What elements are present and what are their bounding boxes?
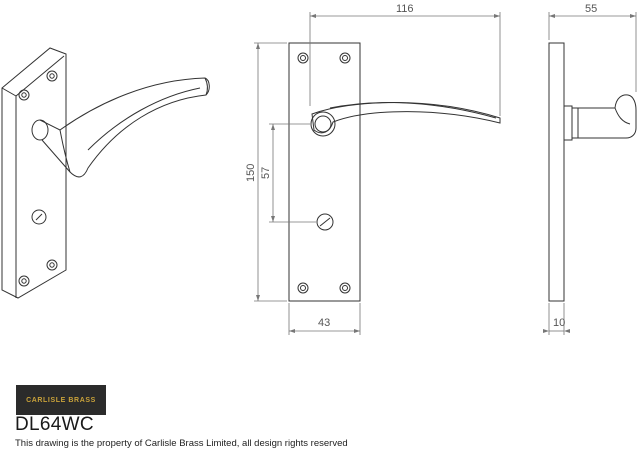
- screw-hole: [297, 282, 309, 294]
- front-lever: [311, 102, 501, 134]
- iso-lever: [39, 77, 210, 178]
- front-elevation: [288, 42, 501, 302]
- front-backplate: [288, 42, 361, 302]
- product-code: DL64WC: [15, 414, 94, 435]
- iso-screw-hole: [46, 259, 58, 271]
- dimension-arrows: [256, 14, 636, 333]
- dim-projection: 55: [585, 3, 597, 15]
- dimension-lines: [254, 12, 637, 335]
- iso-screw-hole: [18, 89, 30, 101]
- side-backplate: [548, 42, 565, 302]
- iso-backplate: [1, 47, 67, 299]
- brand-logo-text: CARLISLE BRASS: [26, 396, 96, 404]
- screw-hole: [339, 282, 351, 294]
- dim-overall-length: 116: [396, 3, 414, 15]
- copyright-notice: This drawing is the property of Carlisle…: [15, 438, 348, 449]
- side-rose: [563, 105, 573, 141]
- iso-wc-hole: [31, 209, 47, 225]
- side-lever: [572, 94, 637, 139]
- side-elevation: [548, 42, 637, 302]
- isometric-view: [1, 47, 210, 299]
- screw-hole: [339, 52, 351, 64]
- dim-plate-thickness: 10: [553, 317, 565, 329]
- front-rose: [310, 111, 336, 137]
- screw-hole: [297, 52, 309, 64]
- brand-logo: CARLISLE BRASS: [16, 385, 106, 415]
- iso-screw-hole: [18, 275, 30, 287]
- wc-turn-hole: [316, 213, 334, 231]
- iso-screw-hole: [46, 70, 58, 82]
- dim-centres: 57: [260, 167, 272, 179]
- dim-plate-width: 43: [318, 317, 330, 329]
- dim-plate-height: 150: [245, 164, 257, 182]
